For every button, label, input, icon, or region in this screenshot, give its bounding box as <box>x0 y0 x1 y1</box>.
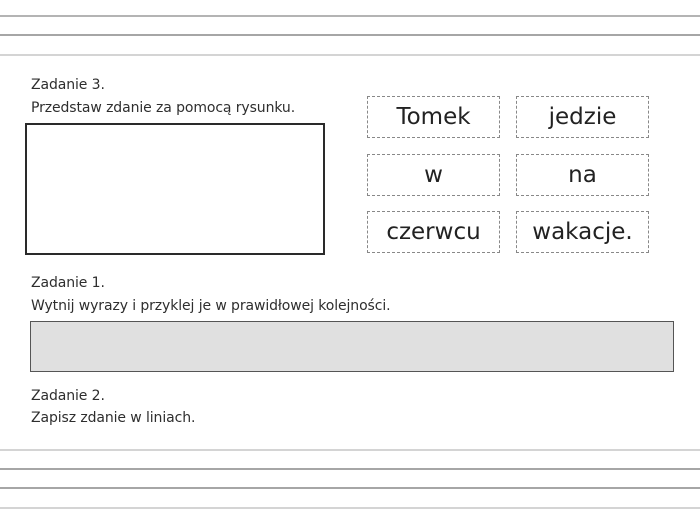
task2-title: Zadanie 2. <box>31 388 105 404</box>
task1-instruction: Wytnij wyrazy i przyklej je w prawidłowe… <box>31 298 391 314</box>
writing-line <box>0 15 700 17</box>
writing-line <box>0 507 700 509</box>
word-card-na[interactable]: na <box>516 154 649 196</box>
drawing-area[interactable] <box>25 123 325 255</box>
word-card-wakacje[interactable]: wakacje. <box>516 211 649 253</box>
paste-area[interactable] <box>30 321 674 372</box>
task1-title: Zadanie 1. <box>31 275 105 291</box>
task3-instruction: Przedstaw zdanie za pomocą rysunku. <box>31 100 296 116</box>
writing-line <box>0 487 700 489</box>
word-card-w[interactable]: w <box>367 154 500 196</box>
writing-line <box>0 54 700 56</box>
word-card-czerwcu[interactable]: czerwcu <box>367 211 500 253</box>
writing-line <box>0 34 700 36</box>
task3-title: Zadanie 3. <box>31 77 105 93</box>
word-card-jedzie[interactable]: jedzie <box>516 96 649 138</box>
writing-line <box>0 468 700 470</box>
word-card-tomek[interactable]: Tomek <box>367 96 500 138</box>
task2-instruction: Zapisz zdanie w liniach. <box>31 410 196 426</box>
writing-line <box>0 449 700 451</box>
